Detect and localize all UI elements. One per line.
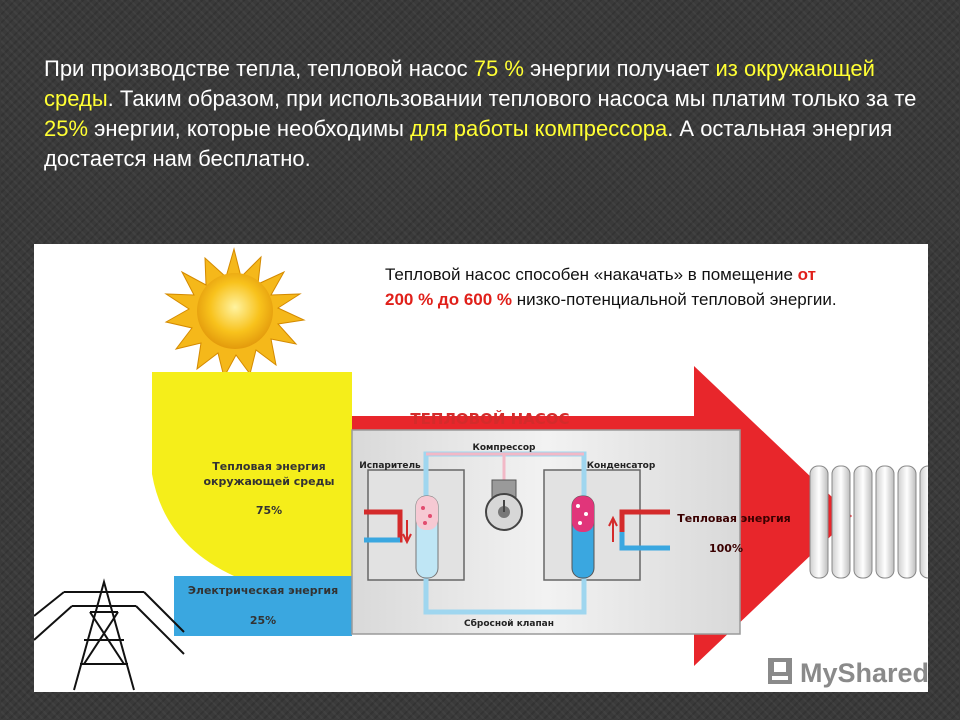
caption-part: низко-потенциальной тепловой энергии.	[512, 290, 837, 309]
electric-energy-band	[174, 576, 352, 636]
ambient-energy-band	[152, 372, 352, 576]
highlight-environment: из окружающей среды	[44, 56, 875, 111]
heat-pump-diagram: MyShared ТЕПЛОВОЙ НАСОС Тепловая энергия…	[34, 244, 928, 692]
sun-icon	[164, 247, 306, 379]
text-part: . А остальная энергия достается нам бесп…	[44, 116, 893, 171]
ambient-pct: 75%	[256, 504, 282, 517]
text-part: При производстве тепла, тепловой насос	[44, 56, 474, 81]
power-tower-icon	[34, 578, 185, 691]
output-pct: 100%	[709, 542, 743, 555]
highlight-75: 75 %	[473, 56, 524, 81]
text-part: энергии, которые необходимы	[88, 116, 411, 141]
valve-label: Сбросной клапан	[464, 618, 554, 629]
logo-icon: MyShared	[768, 658, 928, 688]
slide-text: При производстве тепла, тепловой насос 7…	[44, 54, 924, 174]
condenser-up-arrow	[608, 515, 618, 542]
ambient-label-line1: Тепловая энергия	[212, 460, 325, 473]
highlight-25: 25%	[44, 116, 89, 141]
ambient-label-line2: окружающей среды	[204, 475, 335, 488]
electric-label: Электрическая энергия	[188, 584, 338, 597]
electric-pct: 25%	[250, 614, 276, 627]
evaporator-vessel	[415, 495, 439, 579]
radiator-icon	[809, 465, 928, 579]
caption-highlight: от 200 % до 600 %	[385, 265, 816, 309]
output-label: Тепловая энергия	[677, 512, 790, 525]
compressor-icon	[485, 479, 523, 531]
evaporator-down-arrow	[402, 520, 412, 545]
diagram-caption: Тепловой насос способен «накачать» в пом…	[385, 262, 845, 312]
evaporator-label: Испаритель	[359, 461, 421, 471]
text-part: энергии получает	[523, 56, 716, 81]
text-part: . Таким образом, при использовании тепло…	[107, 86, 917, 111]
caption-part: Тепловой насос способен «накачать» в пом…	[385, 265, 798, 284]
condenser-vessel	[571, 495, 595, 579]
diagram-graphic: MyShared ТЕПЛОВОЙ НАСОС Тепловая энергия…	[34, 247, 928, 691]
compressor-label: Компрессор	[473, 443, 537, 453]
condenser-label: Конденсатор	[587, 461, 656, 471]
pump-title: ТЕПЛОВОЙ НАСОС	[410, 409, 569, 428]
highlight-compressor: для работы компрессора	[410, 116, 668, 141]
logo-text: MyShared	[800, 658, 928, 688]
